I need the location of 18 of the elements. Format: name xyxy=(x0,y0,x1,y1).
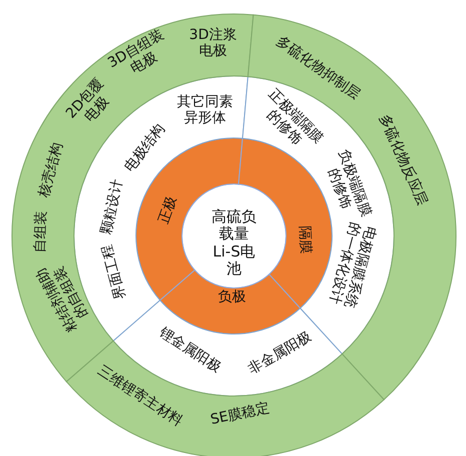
segment-label: 非金属阳极 xyxy=(246,328,314,378)
segment-label: 其它同素异形体 xyxy=(177,94,233,126)
segment-label: 3D注浆电极 xyxy=(189,26,237,60)
segment-label: 正极 xyxy=(156,194,180,226)
segment-label: 颗粒设计 xyxy=(98,178,126,236)
segment-label: 正极端隔膜的修饰 xyxy=(262,86,326,150)
segment-label: 自组装 xyxy=(32,210,50,254)
segment-label: 负极 xyxy=(218,288,246,306)
segment-label: 粘结剂辅助的自组装 xyxy=(33,262,92,334)
segment-label: 界面工程 xyxy=(98,242,130,302)
segment-label: 多硫化物反应层 xyxy=(376,112,430,208)
segment-label: 高硫负载量Li-S电池 xyxy=(210,208,258,278)
segment-label: 电极结构 xyxy=(121,120,169,176)
segment-label: 电极隔膜系统的一体化设计 xyxy=(326,220,378,310)
segment-label: 核壳结构 xyxy=(36,140,66,200)
segment-label: SE膜稳定 xyxy=(209,400,271,428)
segment-label: 负极端隔膜的修饰 xyxy=(324,148,374,221)
segment-label: 隔膜 xyxy=(296,226,314,254)
